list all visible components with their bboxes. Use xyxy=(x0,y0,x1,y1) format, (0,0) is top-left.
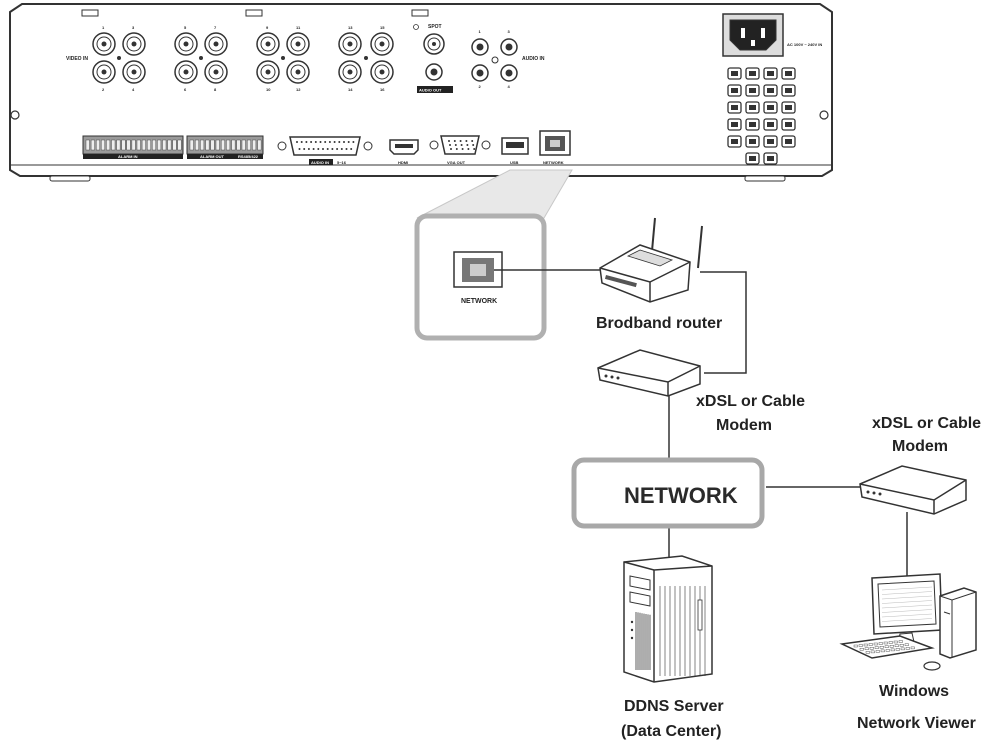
audio-in-label: AUDIO IN xyxy=(522,56,545,62)
video-channel-number: 10 xyxy=(266,87,271,92)
audio-in-connectors: 1 3 2 4 xyxy=(471,29,518,89)
modem-right-label-line2: Modem xyxy=(892,438,948,455)
video-channel-number: 15 xyxy=(380,25,385,30)
video-channel-number: 13 xyxy=(348,25,353,30)
bnc-connector: 1 xyxy=(92,25,116,56)
bnc-connector: 16 xyxy=(370,60,394,92)
vga-out-port xyxy=(429,135,491,155)
rca-connector: 2 xyxy=(471,64,489,89)
bnc-connector: 10 xyxy=(256,60,280,92)
rca-connector: 3 xyxy=(500,29,518,56)
video-channel-number: 4 xyxy=(132,87,135,92)
audio-out-connector xyxy=(425,63,443,81)
hdmi-label: HDMI xyxy=(398,160,408,165)
bnc-connector: 14 xyxy=(338,60,362,92)
bnc-connector: 5 xyxy=(174,25,198,56)
alarm-out-terminal xyxy=(186,135,264,159)
alarm-out-label: ALARM OUT xyxy=(200,154,225,159)
network-port xyxy=(539,130,571,156)
broadband-router-icon xyxy=(599,217,703,303)
bnc-connector: 6 xyxy=(174,60,198,92)
network-cloud-box: NETWORK xyxy=(571,457,765,529)
video-channel-number: 11 xyxy=(296,25,301,30)
video-channel-number: 8 xyxy=(214,87,217,92)
bnc-connector: 12 xyxy=(286,60,310,92)
video-channel-number: 14 xyxy=(348,87,353,92)
bnc-connector: 2 xyxy=(92,60,116,92)
bnc-connector: 4 xyxy=(122,60,146,92)
hdmi-port xyxy=(389,139,419,155)
network-port-callout: NETWORK xyxy=(414,169,573,341)
bnc-connector: 3 xyxy=(122,25,146,56)
viewer-label-line2: Network Viewer xyxy=(857,715,976,732)
video-channel-number: 12 xyxy=(296,87,301,92)
network-port-label: NETWORK xyxy=(543,160,564,165)
video-channel-number: 2 xyxy=(102,87,105,92)
video-channel-number: 3 xyxy=(132,25,135,30)
rca-connector: 1 xyxy=(471,29,489,56)
router-label: Brodband router xyxy=(596,315,722,332)
audio-in-db25-port xyxy=(277,136,373,156)
network-box-label: NETWORK xyxy=(624,483,738,508)
audio-channel-number: 2 xyxy=(479,84,482,89)
alarm-in-terminal xyxy=(82,135,184,159)
modem-right-icon xyxy=(859,465,967,515)
usb-port xyxy=(501,137,529,155)
modem-left-icon xyxy=(597,349,701,397)
viewer-label-line1: Windows xyxy=(879,683,949,700)
rca-connector: 4 xyxy=(500,64,518,89)
ddns-label-line1: DDNS Server xyxy=(624,698,724,715)
bnc-connector: 7 xyxy=(204,25,228,56)
audio-in-5-16-tag: AUDIO IN xyxy=(311,160,329,165)
ddns-label-line2: (Data Center) xyxy=(621,723,721,740)
vent-grid xyxy=(727,67,796,165)
video-channel-number: 7 xyxy=(214,25,217,30)
video-in-label: VIDEO IN xyxy=(66,56,88,62)
bnc-connector: 9 xyxy=(256,25,280,56)
cables xyxy=(494,269,908,578)
spot-label: SPOT xyxy=(428,24,442,30)
audio-channel-number: 4 xyxy=(508,84,511,89)
modem-right-label-line1: xDSL or Cable xyxy=(872,415,981,432)
ddns-server-icon xyxy=(623,555,713,683)
bnc-connector: 8 xyxy=(204,60,228,92)
windows-pc-icon xyxy=(839,573,977,671)
video-channel-number: 16 xyxy=(380,87,385,92)
usb-label: USB xyxy=(510,160,519,165)
audio-channel-number: 1 xyxy=(479,29,482,34)
rs485-label: RS485/422 xyxy=(238,154,259,159)
audio-channel-number: 3 xyxy=(508,29,511,34)
modem-left-label-line1: xDSL or Cable xyxy=(696,393,805,410)
modem-left-label-line2: Modem xyxy=(716,417,772,434)
video-channel-number: 6 xyxy=(184,87,187,92)
video-channel-number: 9 xyxy=(266,25,269,30)
spot-connector xyxy=(423,33,445,55)
vga-out-label: VGA OUT xyxy=(447,160,466,165)
video-channel-number: 5 xyxy=(184,25,187,30)
callout-network-label: NETWORK xyxy=(461,298,497,305)
audio-in-5-16-range: 5~16 xyxy=(337,160,347,165)
video-channel-number: 1 xyxy=(102,25,105,30)
power-rating: AC 100V ~ 240V IN xyxy=(787,42,822,47)
alarm-in-label: ALARM IN xyxy=(118,154,138,159)
audio-out-label: AUDIO OUT xyxy=(419,88,442,93)
bnc-connector: 13 xyxy=(338,25,362,56)
bnc-connector: 11 xyxy=(286,25,310,56)
power-inlet xyxy=(722,13,784,57)
bnc-connector: 15 xyxy=(370,25,394,56)
